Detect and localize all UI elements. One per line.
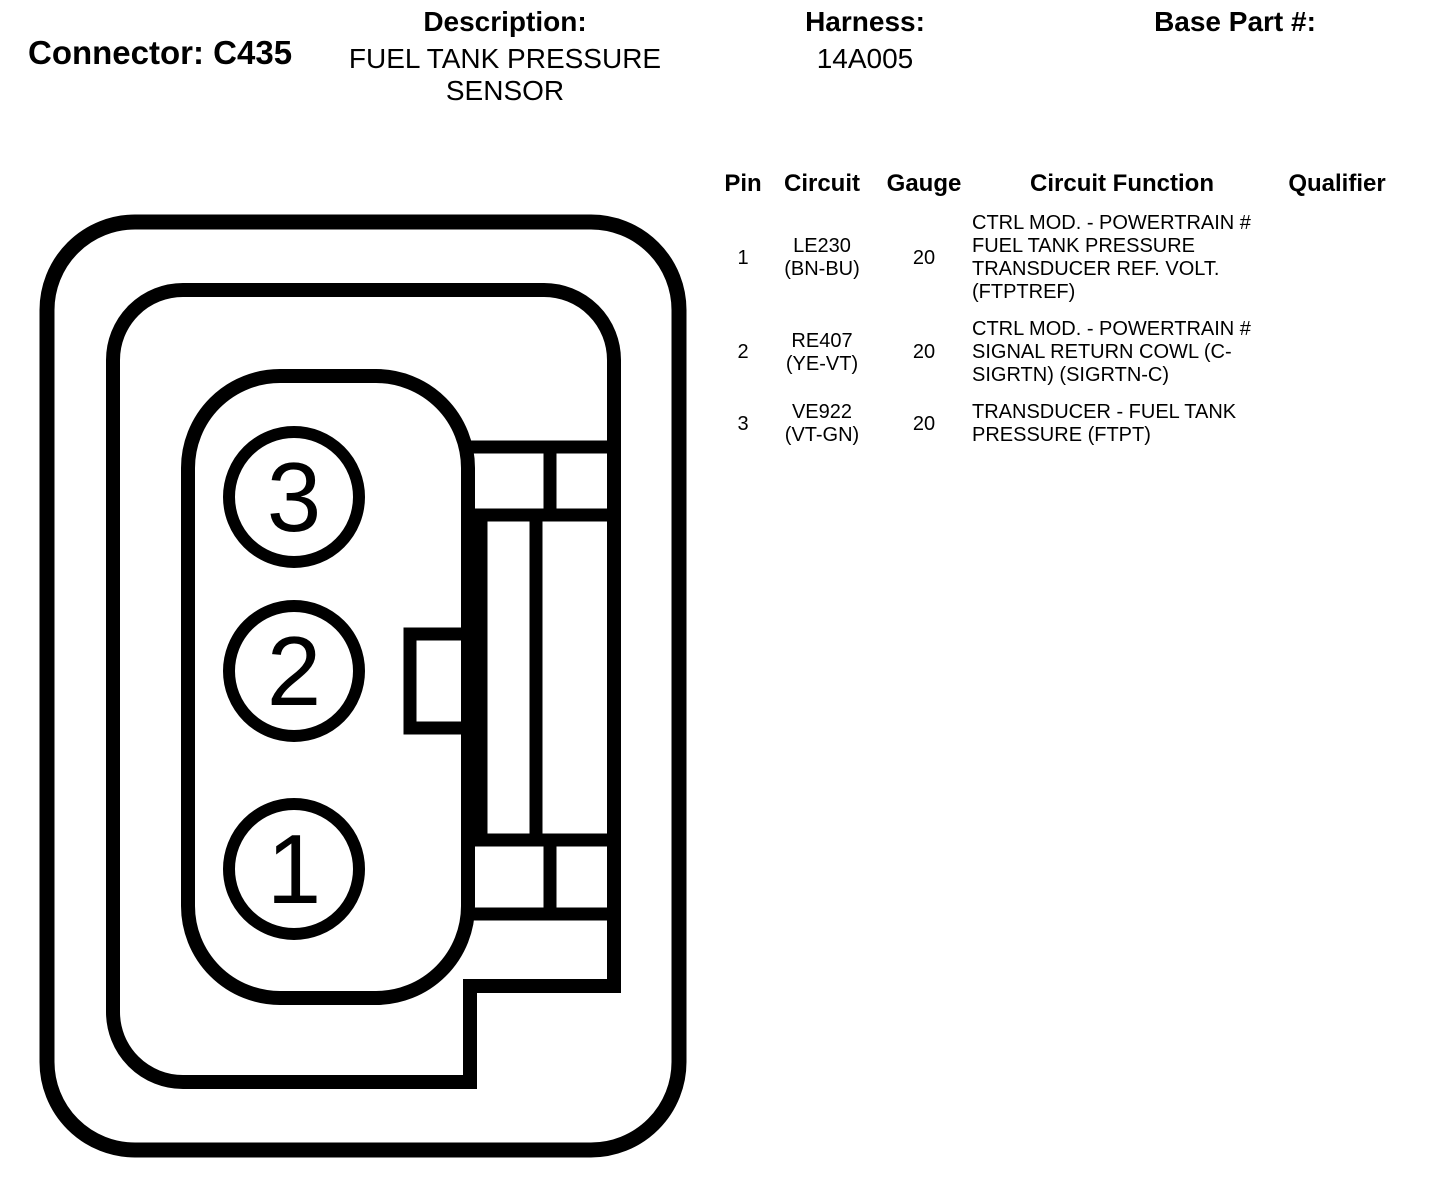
column-header-qualifier: Qualifier xyxy=(1288,170,1386,197)
gauge-cell: 20 xyxy=(912,246,936,269)
harness-block: Harness: 14A005 xyxy=(780,6,950,75)
circuit-cell: VE922 (VT-GN) xyxy=(784,401,860,446)
keying-tab xyxy=(403,627,468,735)
base-part-block: Base Part #: xyxy=(1120,6,1350,38)
connector-outer-shell xyxy=(39,214,687,1158)
pin-cell: 1 xyxy=(737,246,749,269)
harness-value: 14A005 xyxy=(816,43,914,74)
pin-cell: 3 xyxy=(737,412,749,435)
pin-3-cavity xyxy=(223,426,365,568)
pin-1-label: 1 xyxy=(267,814,322,924)
pin-cavity-track xyxy=(181,369,475,1005)
base-part-label: Base Part #: xyxy=(1154,6,1316,37)
connector-inner-wall xyxy=(106,283,621,1089)
gauge-cell: 20 xyxy=(912,412,936,435)
harness-label: Harness: xyxy=(805,6,925,37)
circuit-cell: LE230 (BN-BU) xyxy=(784,235,860,280)
pin-table: Pin Circuit Gauge Circuit Function Quali… xyxy=(718,170,1402,447)
description-block: Description: FUEL TANK PRESSURE SENSOR xyxy=(335,6,675,107)
column-header-circuit-function: Circuit Function xyxy=(1030,170,1214,197)
circuit-function-cell: TRANSDUCER - FUEL TANK PRESSURE (FTPT) xyxy=(972,401,1237,446)
circuit-function-cell: CTRL MOD. - POWERTRAIN # FUEL TANK PRESS… xyxy=(972,212,1251,303)
pin-1-cavity xyxy=(223,798,365,940)
circuit-function-cell: CTRL MOD. - POWERTRAIN # SIGNAL RETURN C… xyxy=(972,318,1251,386)
pin-cell: 2 xyxy=(737,341,749,363)
pin-2-label: 2 xyxy=(267,616,322,726)
circuit-cell: RE407 (YE-VT) xyxy=(785,329,859,375)
pin-3-label: 3 xyxy=(267,442,322,552)
connector-title: Connector: C435 xyxy=(28,34,293,71)
column-header-pin: Pin xyxy=(724,170,762,197)
description-label: Description: xyxy=(423,6,587,37)
latch-structure xyxy=(468,440,614,921)
pin-2-cavity xyxy=(223,600,365,742)
description-value: FUEL TANK PRESSURE SENSOR xyxy=(348,43,662,106)
gauge-cell: 20 xyxy=(912,341,936,363)
column-header-gauge: Gauge xyxy=(886,170,962,197)
column-header-circuit: Circuit xyxy=(783,170,860,197)
